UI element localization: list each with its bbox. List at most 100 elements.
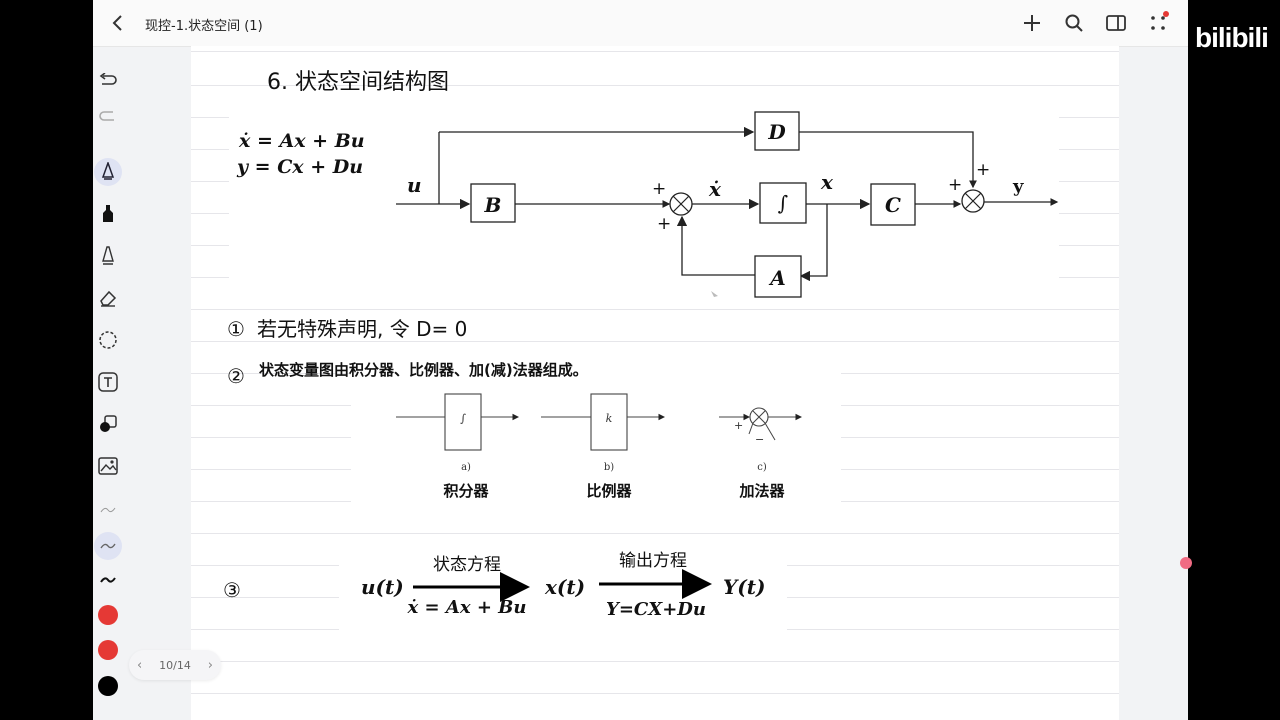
prev-page-button[interactable]: ‹ bbox=[137, 657, 143, 673]
note-page[interactable]: 6. 状态空间结构图 ẋ = Ax + Bu y = Cx + Du bbox=[191, 46, 1119, 720]
state-space-block-diagram: u D B + + ẋ ∫ x bbox=[396, 111, 1059, 298]
sum1-plus-bottom: + bbox=[657, 214, 671, 234]
text-tool[interactable] bbox=[94, 368, 122, 396]
item1-number: ① bbox=[227, 317, 245, 341]
page-indicator: 10/14 bbox=[159, 658, 191, 672]
color-red-1[interactable] bbox=[98, 605, 118, 625]
flow-output-Yt: Y(t) bbox=[723, 575, 765, 599]
color-black[interactable] bbox=[98, 676, 118, 696]
block-b bbox=[470, 183, 516, 223]
flow-input-ut: u(t) bbox=[361, 575, 404, 599]
block-a-label: A bbox=[768, 266, 786, 290]
block-integrator bbox=[759, 182, 807, 224]
tool-sidebar bbox=[93, 46, 123, 720]
block-c bbox=[870, 183, 916, 226]
sum1-plus-top: + bbox=[652, 179, 666, 199]
xdot-label: ẋ bbox=[708, 177, 722, 201]
image-tool-icon bbox=[98, 457, 118, 475]
pen-icon bbox=[101, 162, 115, 180]
marker-icon bbox=[103, 205, 113, 222]
item1-text: 若无特殊声明, 令 D= 0 bbox=[257, 317, 467, 341]
eraser-tool[interactable] bbox=[94, 284, 122, 312]
redo-icon bbox=[99, 111, 114, 121]
section-heading: 6. 状态空间结构图 bbox=[267, 70, 449, 95]
plus-icon bbox=[1024, 15, 1040, 31]
add-button[interactable] bbox=[1018, 9, 1046, 37]
components-figure: ∫ a) 积分器 k b) 比例器 + − c) 加法 bbox=[396, 393, 803, 500]
output-eq-formula: Y=CX+Du bbox=[606, 599, 706, 620]
lasso-tool[interactable] bbox=[94, 326, 122, 354]
more-grid-icon bbox=[1151, 16, 1165, 30]
chevron-left-icon bbox=[112, 15, 122, 31]
back-button[interactable] bbox=[105, 10, 131, 36]
shape-tool-icon bbox=[100, 415, 117, 432]
page-navigator: ‹ 10/14 › bbox=[129, 650, 221, 680]
flow-figure: u(t) 状态方程 ẋ = Ax + Bu x(t) 输出方程 Y=CX+Du … bbox=[361, 551, 765, 620]
image-tool[interactable] bbox=[94, 452, 122, 480]
adder-plus: + bbox=[734, 419, 743, 432]
shape-tool[interactable] bbox=[94, 410, 122, 438]
stroke-thick-icon bbox=[100, 577, 116, 583]
sidebar-layout-icon bbox=[1106, 15, 1126, 31]
component-b-sublabel: b) bbox=[604, 462, 614, 473]
block-d bbox=[754, 111, 800, 151]
output-y-label: y bbox=[1012, 176, 1024, 197]
block-b-label: B bbox=[484, 193, 502, 217]
undo-icon bbox=[99, 73, 117, 85]
next-page-button[interactable]: › bbox=[207, 657, 213, 673]
input-u-label: u bbox=[407, 173, 422, 197]
highlighter-tool[interactable] bbox=[94, 242, 122, 270]
undo-button[interactable] bbox=[94, 66, 122, 94]
adder-minus: − bbox=[755, 433, 764, 446]
output-equation: y = Cx + Du bbox=[236, 156, 363, 178]
marker-tool[interactable] bbox=[94, 200, 122, 228]
stroke-thin-icon bbox=[100, 507, 116, 513]
component-a-sublabel: a) bbox=[461, 462, 471, 473]
eraser-icon bbox=[100, 290, 117, 307]
item2-text: 状态变量图由积分器、比例器、加(减)法器组成。 bbox=[259, 361, 588, 379]
state-equation: ẋ = Ax + Bu bbox=[238, 130, 365, 152]
sum2-plus-left: + bbox=[948, 175, 962, 195]
stroke-thick-option[interactable] bbox=[94, 566, 122, 594]
document-title: 现控-1.状态空间 (1) bbox=[145, 19, 263, 34]
top-bar: 现控-1.状态空间 (1) bbox=[93, 0, 1188, 47]
note-canvas: ẋ = Ax + Bu y = Cx + Du u D B + + bbox=[223, 102, 1059, 631]
proportional-block-symbol: k bbox=[606, 412, 613, 425]
floating-dot[interactable] bbox=[1180, 557, 1192, 569]
block-d-label: D bbox=[767, 120, 786, 144]
component-c-name: 加法器 bbox=[738, 482, 785, 500]
more-button[interactable] bbox=[1144, 9, 1172, 37]
top-actions bbox=[1018, 9, 1172, 37]
x-label: x bbox=[820, 170, 834, 194]
stroke-medium-option[interactable] bbox=[94, 532, 122, 560]
state-eq-formula: ẋ = Ax + Bu bbox=[407, 597, 527, 618]
notification-dot bbox=[1163, 11, 1169, 17]
sum2-plus-top: + bbox=[976, 160, 990, 180]
color-red-2[interactable] bbox=[98, 640, 118, 660]
state-eq-caption: 状态方程 bbox=[433, 555, 501, 575]
proportional-block bbox=[590, 393, 628, 451]
stroke-medium-icon bbox=[100, 543, 116, 549]
item2-number: ② bbox=[227, 364, 245, 388]
highlighter-icon bbox=[102, 246, 114, 265]
stroke-thin-option[interactable] bbox=[94, 496, 122, 524]
bilibili-logo: bilibili bbox=[1195, 22, 1269, 53]
redo-button[interactable] bbox=[94, 102, 122, 130]
block-diagram-bg bbox=[229, 102, 1059, 302]
component-c-sublabel: c) bbox=[757, 462, 767, 473]
component-b-name: 比例器 bbox=[586, 482, 632, 500]
integrator-symbol: ∫ bbox=[778, 191, 788, 215]
search-icon bbox=[1065, 14, 1083, 32]
item3-number: ③ bbox=[223, 578, 241, 602]
text-tool-icon bbox=[98, 372, 118, 392]
output-eq-caption: 输出方程 bbox=[619, 551, 687, 571]
lasso-icon bbox=[99, 331, 117, 349]
pointer-mark bbox=[711, 291, 718, 297]
block-c-label: C bbox=[885, 193, 901, 217]
search-button[interactable] bbox=[1060, 9, 1088, 37]
flow-state-xt: x(t) bbox=[544, 575, 585, 599]
integrator-block-symbol: ∫ bbox=[460, 412, 466, 425]
pen-tool[interactable] bbox=[94, 158, 122, 186]
layout-button[interactable] bbox=[1102, 9, 1130, 37]
component-a-name: 积分器 bbox=[443, 482, 489, 500]
